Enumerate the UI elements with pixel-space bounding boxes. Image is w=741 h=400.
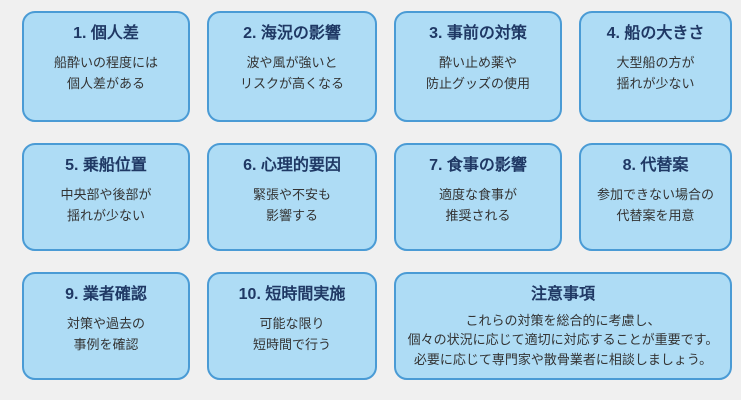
card-body: 酔い止め薬や 防止グッズの使用 bbox=[425, 54, 530, 91]
card-short-duration: 10. 短時間実施 可能な限り 短時間で行う bbox=[207, 272, 377, 380]
card-title: 7. 食事の影響 bbox=[429, 157, 527, 174]
card-body: 船酔いの程度には 個人差がある bbox=[53, 54, 158, 91]
card-operator-check: 9. 業者確認 対策や過去の 事例を確認 bbox=[22, 272, 190, 380]
card-title: 4. 船の大きさ bbox=[606, 25, 705, 42]
card-title: 1. 個人差 bbox=[73, 25, 139, 42]
card-individual-difference: 1. 個人差 船酔いの程度には 個人差がある bbox=[22, 11, 190, 122]
card-meal-effect: 7. 食事の影響 適度な食事が 推奨される bbox=[394, 143, 562, 251]
card-title: 2. 海況の影響 bbox=[243, 25, 341, 42]
info-card-grid: 1. 個人差 船酔いの程度には 個人差がある 2. 海況の影響 波や風が強いと … bbox=[22, 11, 732, 380]
card-title: 6. 心理的要因 bbox=[243, 157, 341, 174]
card-body: 参加できない場合の 代替案を用意 bbox=[596, 186, 714, 223]
card-title: 8. 代替案 bbox=[622, 157, 689, 174]
card-title: 5. 乗船位置 bbox=[65, 157, 147, 174]
card-sea-conditions: 2. 海況の影響 波や風が強いと リスクが高くなる bbox=[207, 11, 377, 122]
card-title: 10. 短時間実施 bbox=[238, 286, 346, 303]
card-body: 大型船の方が 揺れが少ない bbox=[616, 54, 695, 91]
card-psychological-factors: 6. 心理的要因 緊張や不安も 影響する bbox=[207, 143, 377, 251]
notice-title: 注意事項 bbox=[530, 286, 595, 303]
card-body: 適度な食事が 推奨される bbox=[438, 186, 517, 223]
card-body: 可能な限り 短時間で行う bbox=[252, 315, 331, 352]
card-title: 9. 業者確認 bbox=[65, 286, 147, 303]
card-cautions: 注意事項 これらの対策を総合的に考慮し、 個々の状況に応じて適切に対応することが… bbox=[394, 272, 732, 380]
card-ship-size: 4. 船の大きさ 大型船の方が 揺れが少ない bbox=[579, 11, 732, 122]
notice-body: これらの対策を総合的に考慮し、 個々の状況に応じて適切に対応することが重要です。… bbox=[407, 312, 719, 367]
card-advance-measures: 3. 事前の対策 酔い止め薬や 防止グッズの使用 bbox=[394, 11, 562, 122]
card-body: 対策や過去の 事例を確認 bbox=[66, 315, 145, 352]
card-boarding-position: 5. 乗船位置 中央部や後部が 揺れが少ない bbox=[22, 143, 190, 251]
card-body: 緊張や不安も 影響する bbox=[252, 186, 331, 223]
card-alternative-plan: 8. 代替案 参加できない場合の 代替案を用意 bbox=[579, 143, 732, 251]
card-body: 中央部や後部が 揺れが少ない bbox=[60, 186, 152, 223]
card-body: 波や風が強いと リスクが高くなる bbox=[239, 54, 344, 91]
card-title: 3. 事前の対策 bbox=[429, 25, 527, 42]
